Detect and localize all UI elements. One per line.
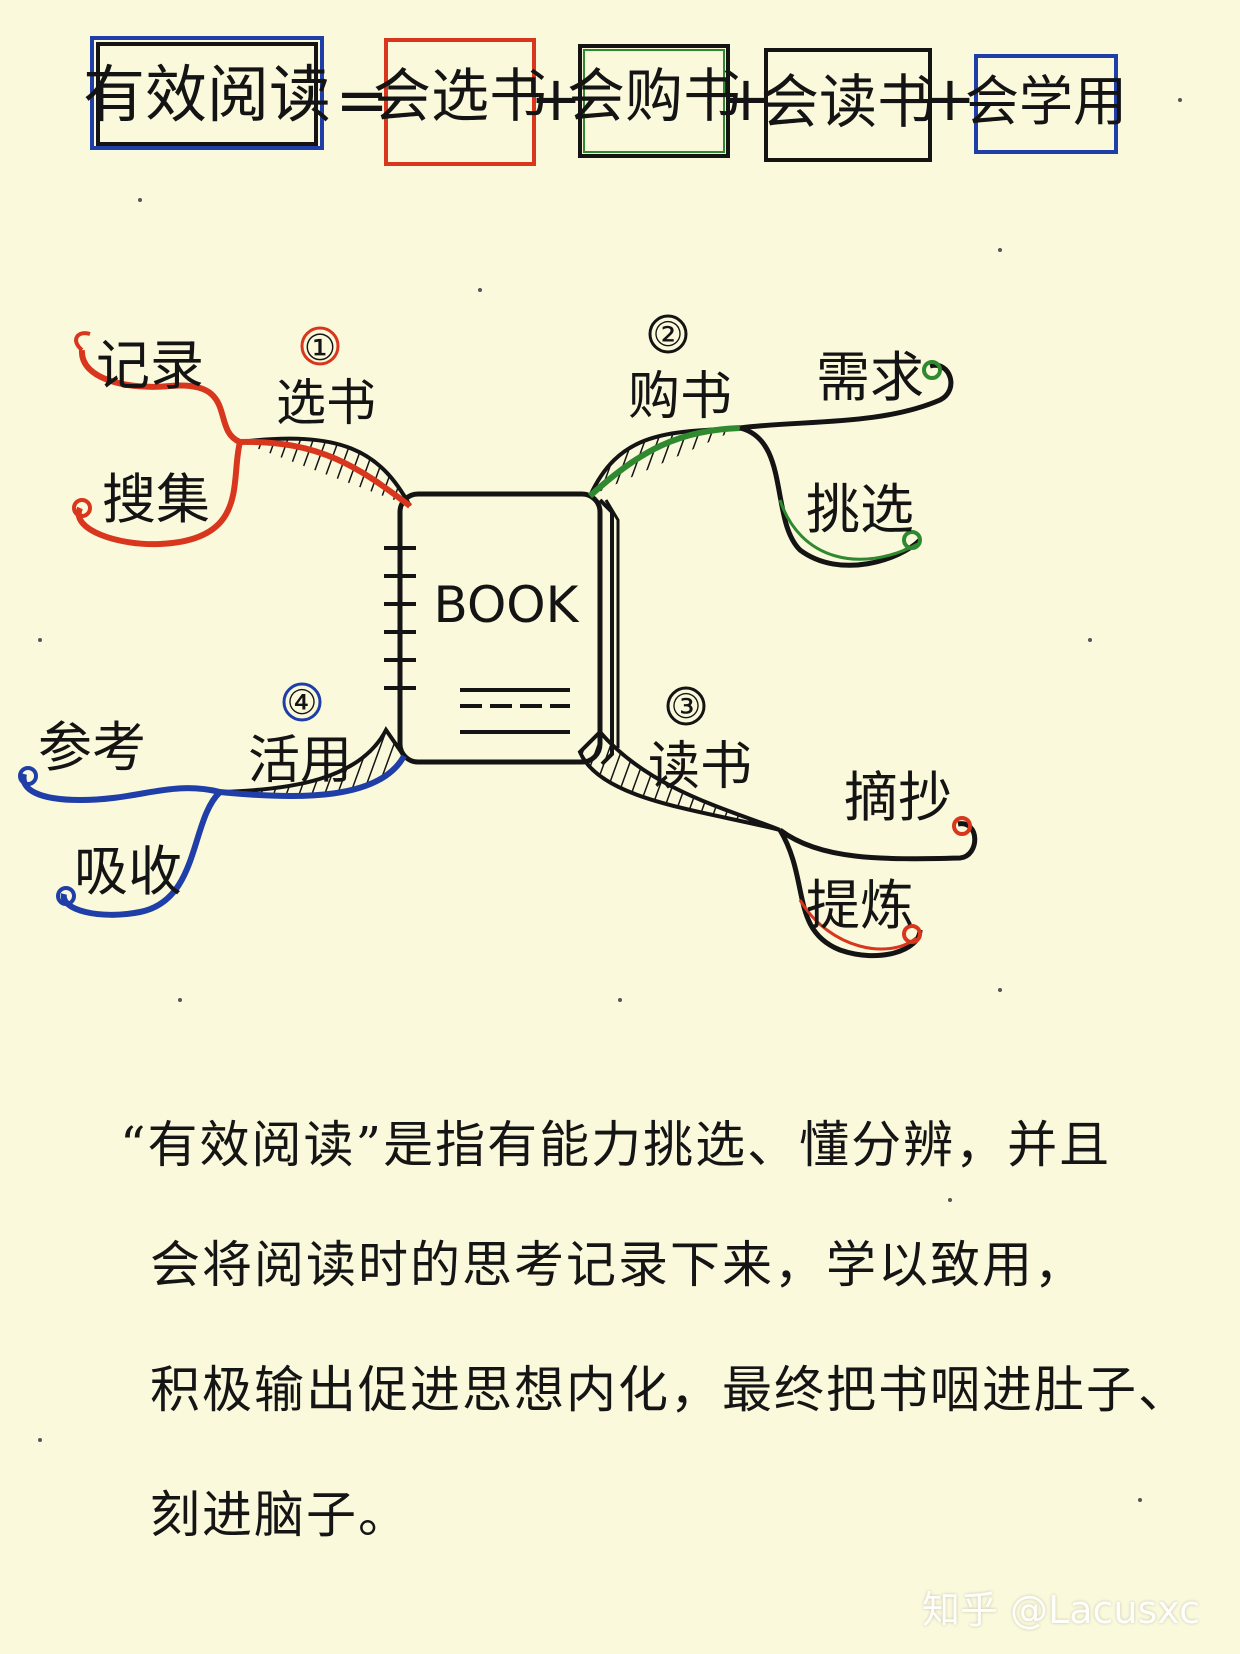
formula-plus-1: + — [530, 62, 582, 135]
leaf-buy-2: 挑选 — [806, 478, 914, 541]
branch-apply-label: 活用 — [248, 731, 352, 791]
description-line-2: 会将阅读时的思考记录下来，学以致用， — [150, 1236, 1086, 1294]
formula-term-3: 会读书 — [761, 68, 935, 136]
formula-term-box-3 — [764, 48, 932, 162]
branch-buy: ② 购书 需求 挑选 — [587, 314, 954, 568]
leaf-apply-2: 吸收 — [74, 840, 182, 903]
leaf-apply-1: 参考 — [38, 716, 146, 779]
branch-select: ① 选书 记录 搜集 — [72, 326, 412, 548]
book-text-lines — [460, 688, 570, 734]
leaf-select-2: 搜集 — [102, 468, 210, 531]
formula-plus-2: + — [720, 62, 772, 135]
formula-plus-3: + — [924, 62, 976, 135]
branch-read-number-icon — [666, 686, 706, 726]
branch-buy-number: ② — [653, 315, 683, 355]
paper-dots — [38, 98, 1182, 1502]
formula-term-box-2 — [578, 44, 730, 158]
formula-term-2: 会购书 — [567, 62, 741, 130]
description-line-3: 积极输出促进思想内化，最终把书咽进肚子、 — [150, 1361, 1190, 1419]
description-line-4: 刻进脑子。 — [150, 1486, 410, 1544]
watermark: 知乎 @Lacusxc — [921, 1588, 1200, 1632]
formula-lhs-box — [90, 36, 324, 150]
book-icon: BOOK — [384, 491, 620, 766]
branch-buy-number-icon — [648, 314, 688, 354]
formula-term-4: 会学用 — [965, 70, 1127, 133]
branch-apply-number: ④ — [287, 683, 317, 723]
branch-select-number: ① — [304, 328, 336, 369]
formula-term-box-1 — [384, 38, 536, 166]
formula: 有效阅读 = 会选书 + 会购书 + 会读书 + 会学用 — [83, 36, 1127, 166]
branch-buy-label: 购书 — [628, 367, 732, 427]
branch-buy-stem — [588, 426, 741, 497]
book-binding — [384, 546, 416, 690]
branch-read-number: ③ — [671, 687, 701, 727]
leaf-read-2: 提炼 — [806, 874, 914, 937]
branch-select-number-icon — [300, 326, 340, 366]
book-title: BOOK — [434, 576, 580, 634]
leaf-select-1: 记录 — [96, 334, 204, 397]
branch-apply-number-icon — [282, 682, 322, 722]
branch-read-label: 读书 — [648, 737, 752, 797]
branch-apply: ④ 活用 参考 吸收 — [18, 682, 407, 918]
formula-equals: = — [335, 64, 389, 138]
formula-term-box-4 — [974, 54, 1118, 154]
formula-term-1: 会选书 — [373, 62, 547, 130]
branch-select-label: 选书 — [276, 374, 376, 432]
formula-lhs: 有效阅读 — [83, 58, 331, 131]
description-line-1: “有效阅读”是指有能力挑选、懂分辨，并且 — [120, 1116, 1112, 1174]
branch-read: ③ 读书 摘抄 提炼 — [577, 686, 978, 959]
leaf-read-1: 摘抄 — [844, 766, 952, 829]
branch-select-stem — [239, 436, 412, 507]
leaf-buy-1: 需求 — [816, 346, 924, 409]
